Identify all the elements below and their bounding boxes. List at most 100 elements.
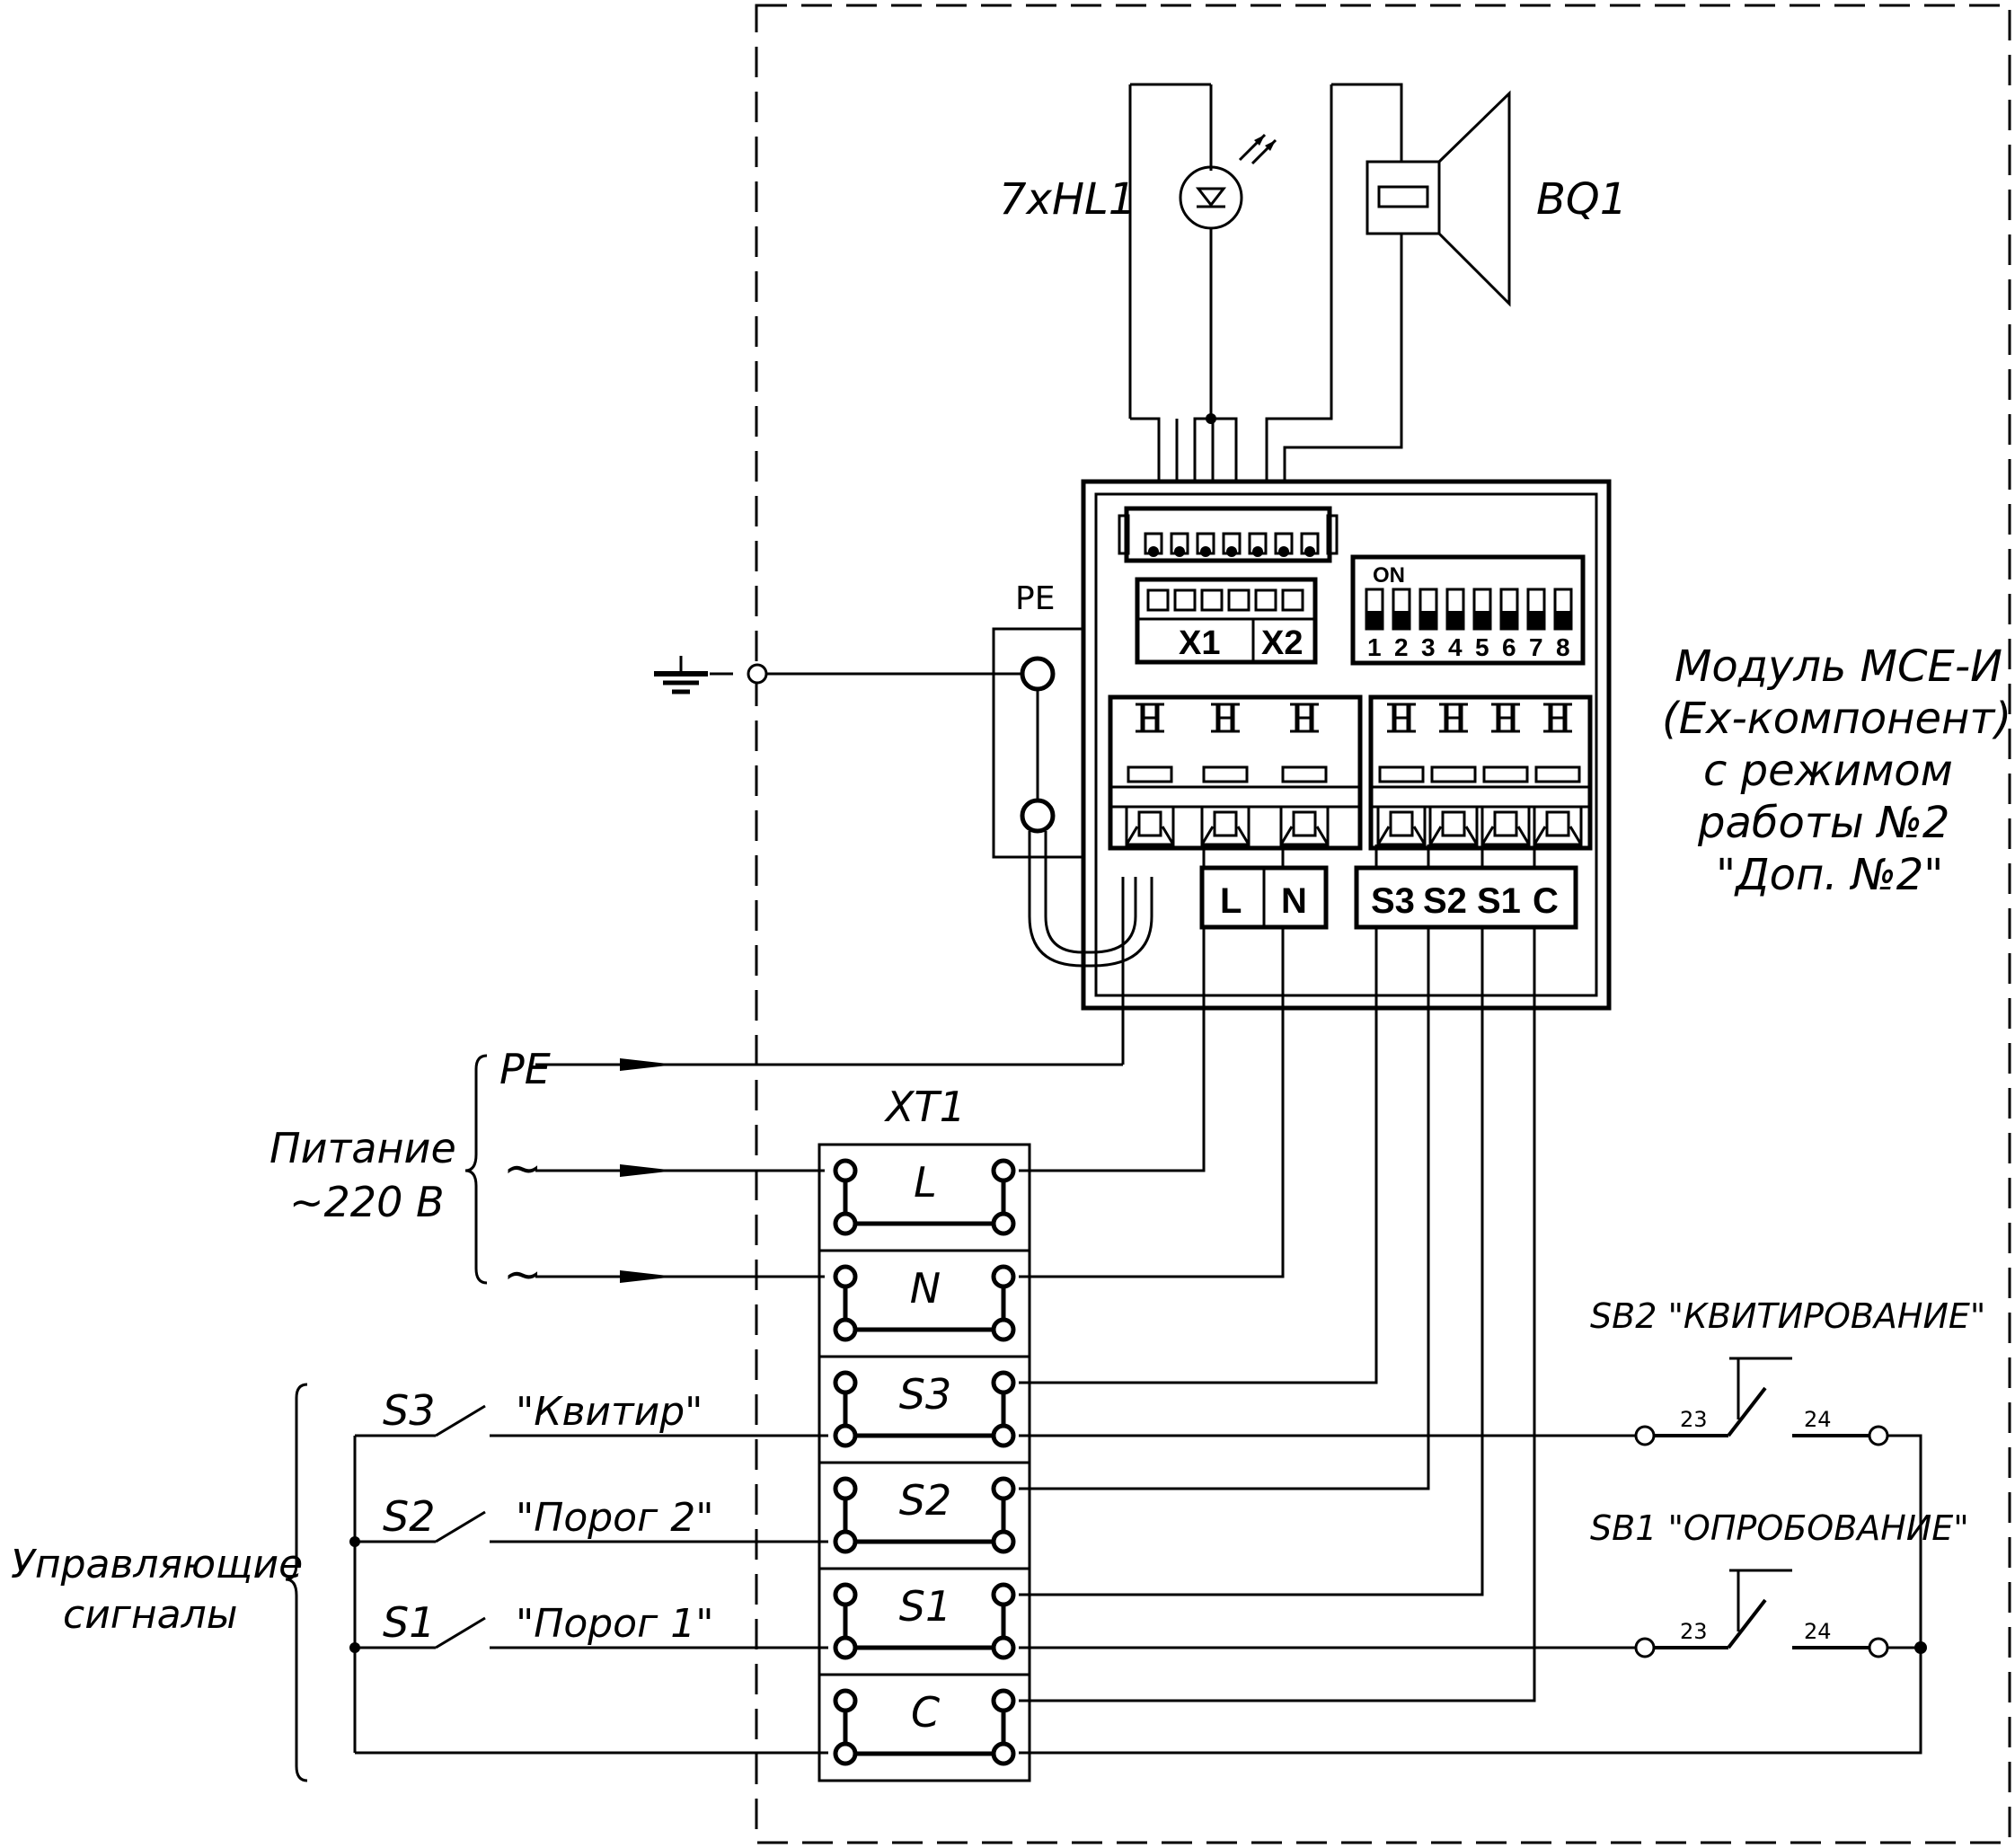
- sb1-pin23: 23: [1680, 1619, 1708, 1644]
- terminal-screw: [1428, 703, 1479, 846]
- connector-socket: [1200, 588, 1224, 612]
- connector-pin-dot: [1174, 546, 1185, 557]
- xt1-label: XT1: [884, 1083, 966, 1131]
- module-desc-line: (Ex-компонент): [1662, 694, 2011, 744]
- dip-number: 8: [1556, 633, 1570, 661]
- ground-icon: [654, 656, 733, 694]
- control-signal-wiring: [285, 1383, 828, 1782]
- connector-socket: [1281, 588, 1304, 612]
- switch-s1-name: S1: [383, 1598, 435, 1647]
- dip-number: 6: [1502, 633, 1516, 661]
- dip-switch-knob: [1447, 611, 1463, 629]
- dip-number: 2: [1394, 633, 1409, 661]
- xt1-terminal-label: C: [911, 1688, 940, 1737]
- dip-number: 5: [1475, 633, 1489, 661]
- pe-in-label: PE: [499, 1045, 551, 1093]
- signals-caption-2: сигналы: [63, 1592, 238, 1638]
- connector-socket: [1173, 588, 1197, 612]
- xt1-terminal: N: [817, 1249, 1031, 1358]
- pe-bracket: [747, 627, 1153, 968]
- connector-pin-dot: [1304, 546, 1315, 557]
- connector-pin-dot: [1226, 546, 1237, 557]
- dip-on-label: ON: [1373, 563, 1405, 588]
- xt1-terminal: S1: [817, 1567, 1031, 1676]
- connector-pin-dot: [1148, 546, 1159, 557]
- conn-x1-label: X1: [1179, 624, 1220, 662]
- module-signal-term-label: C: [1533, 881, 1559, 921]
- xt1-terminal-label: S2: [899, 1476, 951, 1525]
- conn-x2-label: X2: [1261, 624, 1303, 662]
- xt1-terminal: C: [817, 1673, 1031, 1782]
- dip-switch-knob: [1501, 611, 1517, 629]
- enclosure-boundary: [755, 4, 2011, 1844]
- dip-switch-knob: [1555, 611, 1571, 629]
- dip-switch-knob: [1420, 611, 1436, 629]
- module-power-term-label: N: [1281, 881, 1307, 921]
- pushbutton-sb2: [1019, 1357, 1922, 1648]
- terminal-screw: [1480, 703, 1531, 846]
- connector-pin-dot: [1200, 546, 1211, 557]
- terminal-screw: [1279, 703, 1330, 846]
- led-wires: [1130, 417, 1238, 483]
- switch-s3-name: S3: [383, 1386, 435, 1435]
- dip-number: 3: [1421, 633, 1436, 661]
- tilde-n: ~: [503, 1248, 543, 1302]
- module-signal-term-label: S2: [1423, 881, 1467, 921]
- signals-caption-1: Управляющие: [11, 1542, 303, 1587]
- module-desc-line: работы №2: [1697, 798, 1949, 848]
- module-power-term-label: L: [1220, 881, 1242, 921]
- terminal-screw: [1200, 703, 1251, 846]
- power-caption-1: Питание: [270, 1124, 456, 1172]
- sb2-pin23: 23: [1680, 1407, 1708, 1432]
- xt1-terminal: L: [817, 1143, 1031, 1252]
- module-desc-line: "Доп. №2": [1716, 850, 1943, 900]
- sb1-pin24: 24: [1804, 1619, 1832, 1644]
- connector-socket: [1227, 588, 1251, 612]
- switch-s2-name: S2: [383, 1492, 435, 1541]
- xt1-terminal: S2: [817, 1461, 1031, 1570]
- power-caption-2: ~220 В: [289, 1178, 445, 1226]
- dip-switch-knob: [1474, 611, 1490, 629]
- xt1-terminal-label: L: [914, 1158, 937, 1207]
- connector-pin-dot: [1252, 546, 1263, 557]
- module-description: Модуль МСЕ-И(Ex-компонент)с режимомработ…: [1662, 641, 2011, 900]
- dip-number: 7: [1529, 633, 1543, 661]
- sb2-label: SB2 "КВИТИРОВАНИЕ": [1590, 1296, 1985, 1336]
- switch-s3-caption: "Квитир": [516, 1389, 703, 1435]
- sb1-label: SB1 "ОПРОБОВАНИЕ": [1590, 1508, 1969, 1548]
- xt1-terminal-label: S3: [899, 1370, 951, 1419]
- buzzer-label: BQ1: [1536, 174, 1627, 225]
- module-desc-line: Модуль МСЕ-И: [1675, 641, 2002, 692]
- pe-top-label: PE: [1015, 580, 1055, 617]
- switch-s2-caption: "Порог 2": [516, 1495, 713, 1541]
- dip-number: 1: [1367, 633, 1382, 661]
- buzzer-bq1: [1265, 83, 1511, 483]
- led-indicator-7xhl1: [1128, 83, 1277, 424]
- module-desc-line: с режимом: [1703, 746, 1953, 796]
- module-to-xt1-wires: [1019, 844, 1536, 1702]
- pushbutton-sb1: [1019, 1569, 1927, 1755]
- connector-socket: [1146, 588, 1170, 612]
- dip-switch-knob: [1393, 611, 1410, 629]
- connector-socket: [1254, 588, 1277, 612]
- dip-switch-knob: [1528, 611, 1544, 629]
- dip-switch-knob: [1366, 611, 1383, 629]
- terminal-screw: [1125, 703, 1175, 846]
- tilde-l: ~: [503, 1142, 543, 1196]
- module-mce: [1081, 479, 1612, 1011]
- terminal-screw: [1533, 703, 1583, 846]
- module-signal-term-label: S3: [1371, 881, 1415, 921]
- terminal-screw: [1376, 703, 1427, 846]
- connector-pin-dot: [1278, 546, 1289, 557]
- xt1-terminal-label: N: [910, 1264, 941, 1313]
- xt1-terminal: S3: [817, 1355, 1031, 1464]
- module-signal-term-label: S1: [1477, 881, 1521, 921]
- switch-s1-caption: "Порог 1": [516, 1601, 713, 1647]
- led-label: 7xHL1: [999, 174, 1136, 225]
- xt1-terminal-label: S1: [899, 1582, 951, 1631]
- incoming-wires: [464, 877, 1125, 1285]
